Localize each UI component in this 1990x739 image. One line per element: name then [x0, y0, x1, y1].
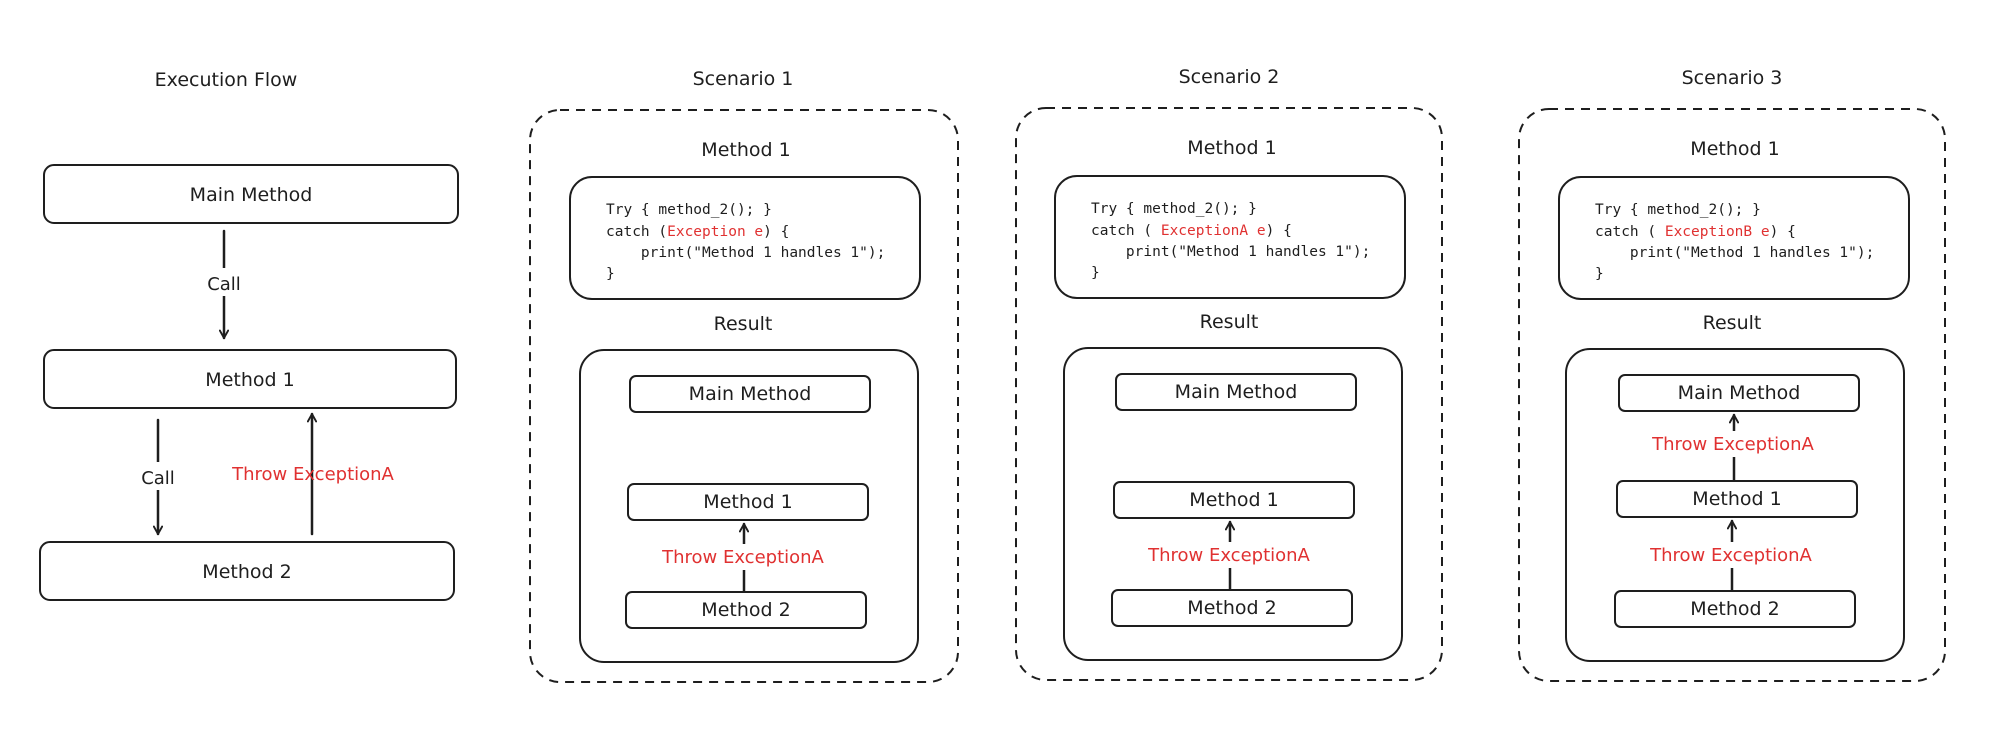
scenario-2-throw-label: Throw ExceptionA	[1147, 545, 1310, 566]
ef-call-label-1: Call	[207, 274, 241, 295]
scenario-2-title: Scenario 2	[1179, 66, 1280, 88]
scenario-2-panel: Scenario 2 Method 1 Try { method_2(); } …	[1015, 66, 1443, 681]
scenario-1-method-1-label: Method 1	[703, 491, 792, 513]
scenario-3-frame	[1518, 108, 1946, 682]
scenario-2-method-1-label: Method 1	[1189, 489, 1278, 511]
scenario-1-caught-exception: Exception e	[667, 224, 763, 240]
scenario-3-method-1-box	[1616, 480, 1858, 518]
scenario-2-method-1-box	[1113, 481, 1355, 519]
ef-method-1-label: Method 1	[205, 369, 294, 391]
scenario-3-throw-label-lower: Throw ExceptionA	[1649, 545, 1812, 566]
ef-main-method-box: Main Method	[43, 164, 459, 224]
scenario-3-throw-label-upper-bg	[1635, 431, 1831, 457]
scenario-1-code-line-1: Try { method_2(); }	[606, 202, 772, 218]
scenario-1-panel: Scenario 1 Method 1 Try { method_2(); } …	[529, 68, 959, 683]
ef-method-1-box: Method 1	[43, 349, 457, 409]
scenario-2-method-2-box	[1111, 589, 1353, 627]
scenario-1-title: Scenario 1	[693, 68, 794, 90]
scenario-2-method-2-label: Method 2	[1187, 597, 1276, 619]
scenario-3-title: Scenario 3	[1682, 67, 1783, 89]
scenario-2-throw-label-bg	[1131, 542, 1327, 568]
scenario-3-main-method-box	[1618, 374, 1860, 412]
scenario-2-code-line-4: }	[1091, 265, 1100, 281]
scenario-1-method-2-label: Method 2	[701, 599, 790, 621]
scenario-3-main-method-label: Main Method	[1678, 382, 1801, 404]
scenario-1-method-2-box	[625, 591, 867, 629]
scenario-2-code-line-1: Try { method_2(); }	[1091, 201, 1257, 217]
scenario-2-method-title: Method 1	[1187, 137, 1276, 159]
scenario-2-caught-exception: ExceptionA e	[1161, 223, 1266, 239]
scenario-1-result-title: Result	[714, 313, 773, 335]
execution-flow-panel: Execution Flow Main Method Call Method 1…	[39, 69, 459, 601]
scenario-3-method-2-box	[1614, 590, 1856, 628]
scenario-3-throw-label-upper: Throw ExceptionA	[1651, 434, 1814, 455]
scenario-2-result-title: Result	[1200, 311, 1259, 333]
scenario-1-method-1-box	[627, 483, 869, 521]
ef-call-label-2-bg	[134, 462, 182, 490]
ef-method-2-box: Method 2	[39, 541, 455, 601]
scenario-3-caught-exception: ExceptionB e	[1665, 224, 1770, 240]
scenario-1-code-line-2: catch (Exception e) {	[606, 224, 789, 240]
scenario-1-code-line-3: print("Method 1 handles 1");	[606, 245, 885, 261]
scenario-3-code-line-2: catch ( ExceptionB e) {	[1595, 224, 1796, 240]
scenario-3-result-title: Result	[1703, 312, 1762, 334]
scenario-1-code-line-4: }	[606, 266, 615, 282]
scenario-1-frame	[529, 109, 959, 683]
scenario-1-throw-label: Throw ExceptionA	[661, 547, 824, 568]
ef-call-label-1-bg	[200, 268, 248, 296]
scenario-1-throw-label-bg	[645, 544, 841, 570]
scenario-2-code-line-2: catch ( ExceptionA e) {	[1091, 223, 1292, 239]
scenario-3-throw-label-lower-bg	[1633, 542, 1829, 568]
scenario-3-method-1-label: Method 1	[1692, 488, 1781, 510]
scenario-3-method-2-label: Method 2	[1690, 598, 1779, 620]
scenario-2-frame	[1015, 107, 1443, 681]
execution-flow-title: Execution Flow	[155, 69, 298, 91]
scenario-1-main-method-box	[629, 375, 871, 413]
scenario-1-main-method-label: Main Method	[689, 383, 812, 405]
ef-method-2-label: Method 2	[202, 561, 291, 583]
scenario-2-code-line-3: print("Method 1 handles 1");	[1091, 244, 1370, 260]
scenario-3-panel: Scenario 3 Method 1 Try { method_2(); } …	[1518, 67, 1946, 682]
scenario-2-main-method-label: Main Method	[1175, 381, 1298, 403]
ef-throw-label: Throw ExceptionA	[231, 464, 394, 485]
scenario-1-method-title: Method 1	[701, 139, 790, 161]
scenario-2-main-method-box	[1115, 373, 1357, 411]
scenario-3-code-line-4: }	[1595, 266, 1604, 282]
ef-main-method-label: Main Method	[190, 184, 313, 206]
scenario-2-code-box	[1054, 175, 1406, 299]
scenario-3-code-line-3: print("Method 1 handles 1");	[1595, 245, 1874, 261]
scenario-1-code-box	[569, 176, 921, 300]
ef-call-label-2: Call	[141, 468, 175, 489]
scenario-3-method-title: Method 1	[1690, 138, 1779, 160]
scenario-3-code-box	[1558, 176, 1910, 300]
scenario-3-code-line-1: Try { method_2(); }	[1595, 202, 1761, 218]
